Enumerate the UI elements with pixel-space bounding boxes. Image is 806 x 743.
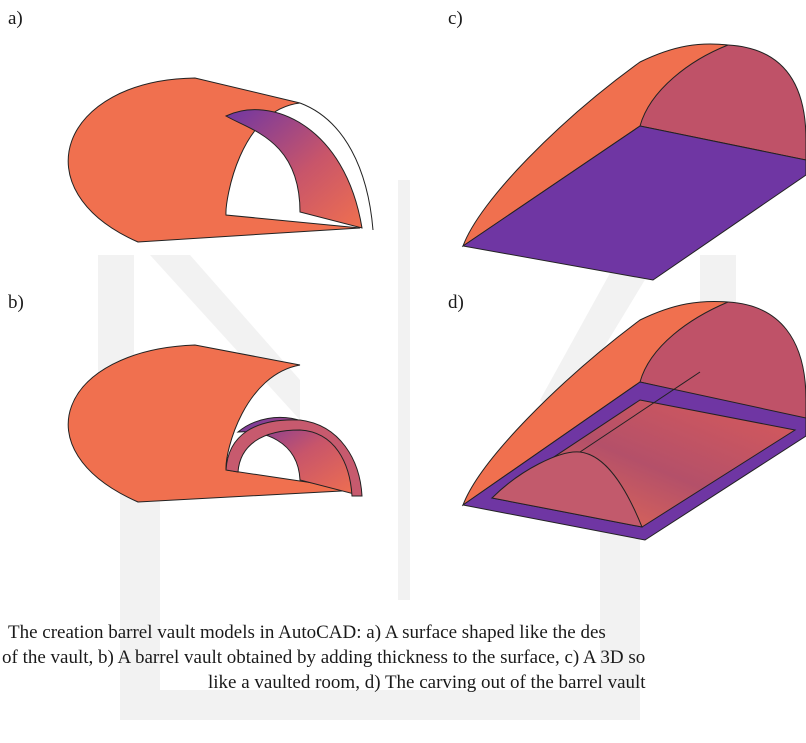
vault-carved-d [461, 300, 806, 541]
vault-c-barrel [461, 43, 729, 248]
caption-line-2: of the vault, b) A barrel vault obtained… [2, 647, 646, 668]
panel-label-b: b) [8, 292, 24, 313]
vault-b-outer-face [67, 344, 361, 503]
panel-label-c: c) [448, 8, 463, 29]
panel-label-d: d) [448, 292, 464, 313]
vault-thick-b [67, 344, 363, 503]
vault-a-outer-face [67, 77, 361, 243]
vault-a-inner-face [224, 109, 363, 229]
vault-figures [67, 43, 806, 541]
vault-solid-c [461, 43, 806, 281]
panel-label-a: a) [8, 8, 23, 29]
vault-b-rim [225, 419, 363, 497]
vault-surface-a [67, 77, 374, 243]
vault-d-barrel [461, 300, 729, 507]
caption-line-1: The creation barrel vault models in Auto… [8, 622, 606, 643]
caption-line-3: like a vaulted room, d) The carving out … [208, 672, 646, 693]
vault-c-floor [461, 125, 806, 281]
